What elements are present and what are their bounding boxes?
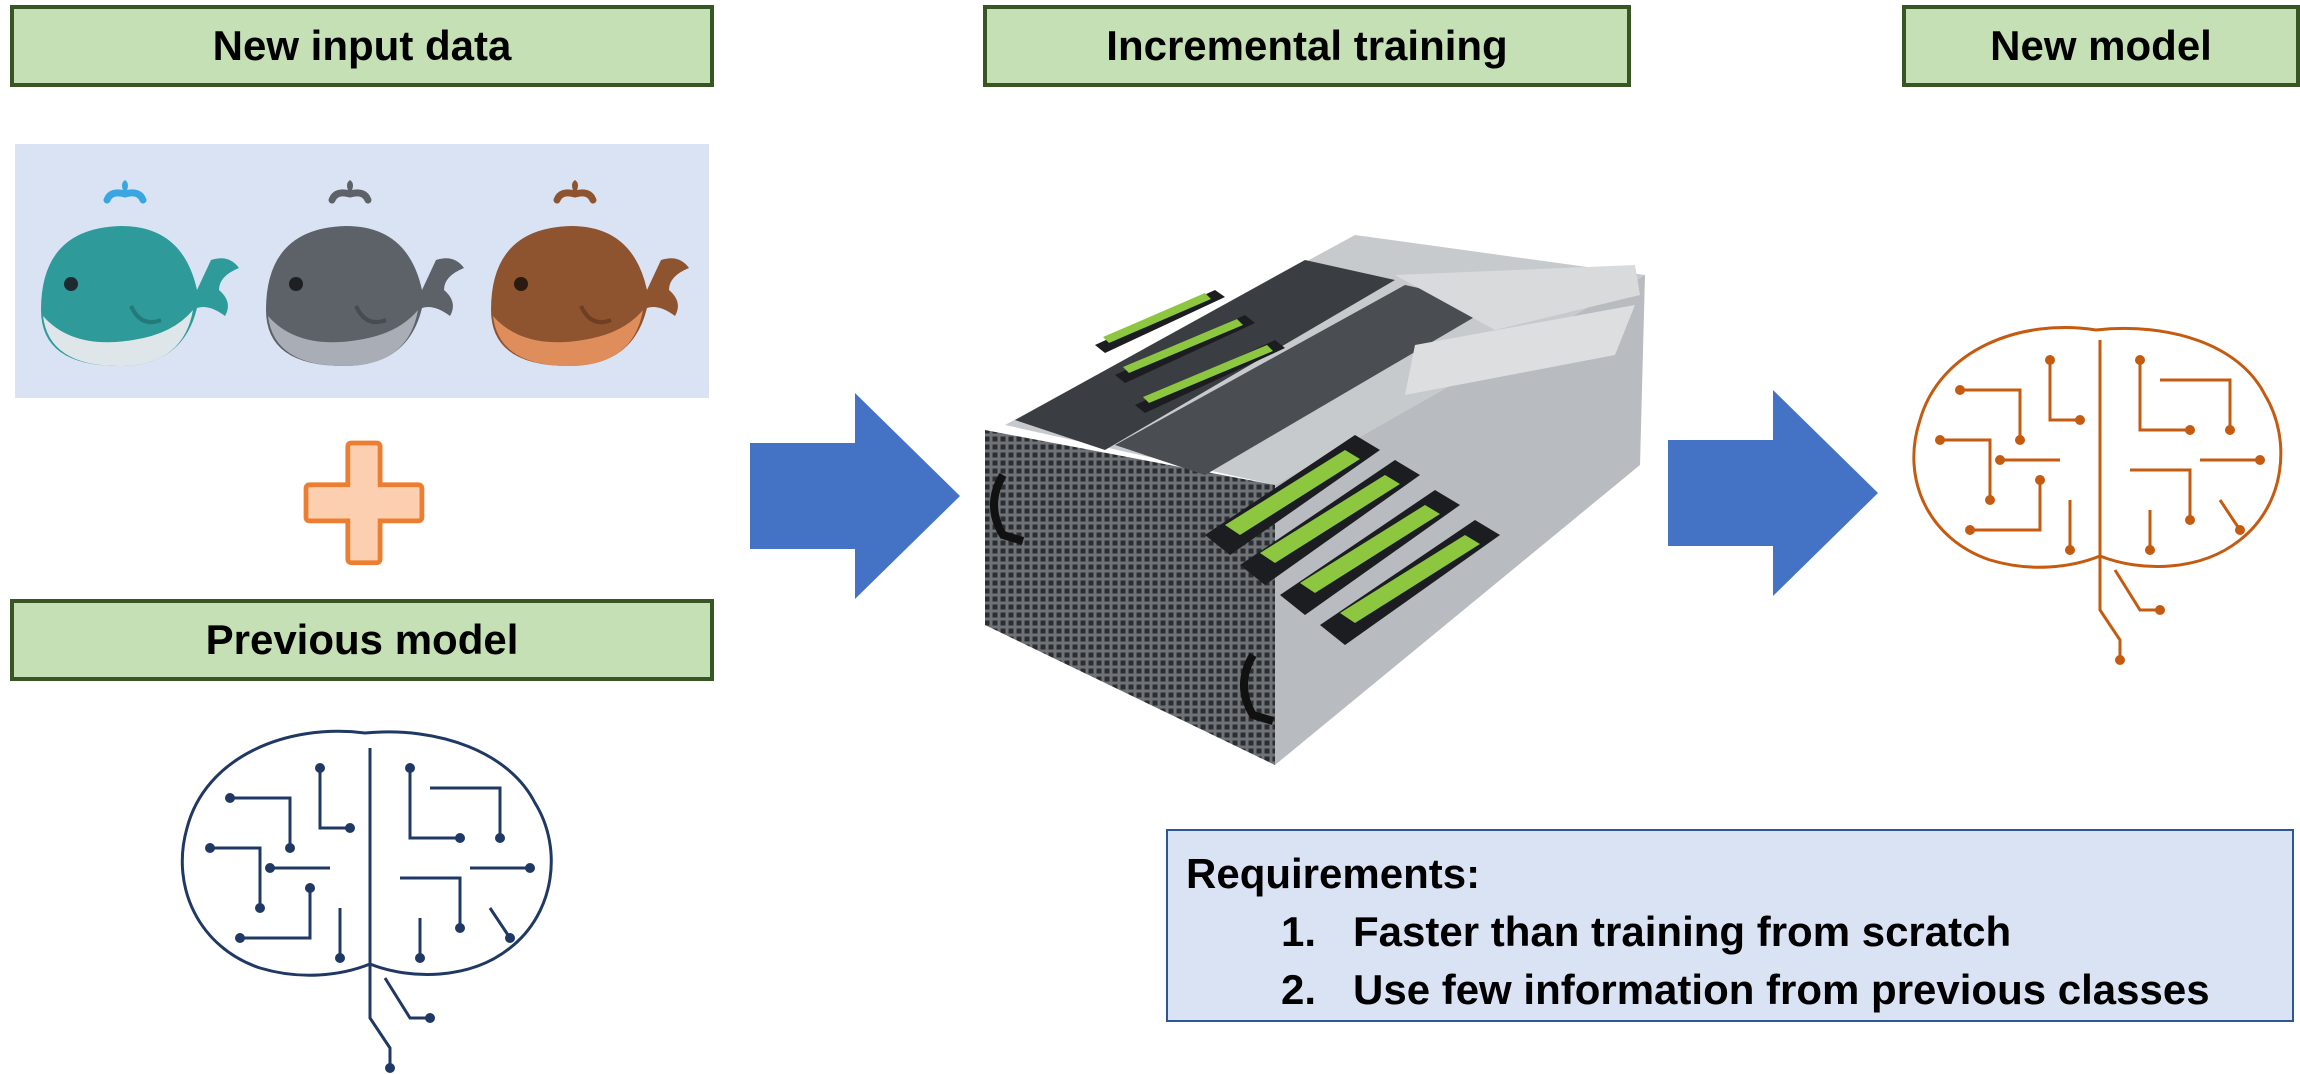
plus-icon (303, 440, 425, 566)
new-model-text: New model (1990, 22, 2212, 69)
new-model-brain-icon (1912, 326, 2283, 665)
incremental-training-text: Incremental training (1106, 22, 1508, 69)
requirement-item: 1. Faster than training from scratch (1186, 903, 2292, 961)
teal-whale-icon (41, 180, 239, 366)
requirement-text: Faster than training from scratch (1353, 908, 2012, 955)
incremental-training-label: Incremental training (983, 5, 1631, 87)
right-arrow-icon (1668, 390, 1878, 596)
previous-model-text: Previous model (205, 616, 519, 663)
requirements-box: Requirements: 1. Faster than training fro… (1166, 829, 2294, 1022)
new-model-label: New model (1902, 5, 2300, 87)
requirement-number: 2. (1281, 966, 1317, 1013)
previous-model-brain-icon (180, 729, 553, 1073)
right-arrow-icon (750, 393, 960, 599)
previous-model-label: Previous model (10, 599, 714, 681)
gray-whale-icon (266, 180, 464, 366)
new-input-data-label: New input data (10, 5, 714, 87)
requirement-number: 1. (1281, 908, 1317, 955)
gpu-server-icon (985, 235, 1645, 765)
requirements-title: Requirements: (1186, 850, 1481, 897)
new-input-data-image (15, 144, 709, 398)
new-input-data-text: New input data (212, 22, 512, 69)
requirement-text: Use few information from previous classe… (1353, 966, 2210, 1013)
brown-whale-icon (491, 180, 689, 366)
requirement-item: 2. Use few information from previous clas… (1186, 961, 2292, 1019)
